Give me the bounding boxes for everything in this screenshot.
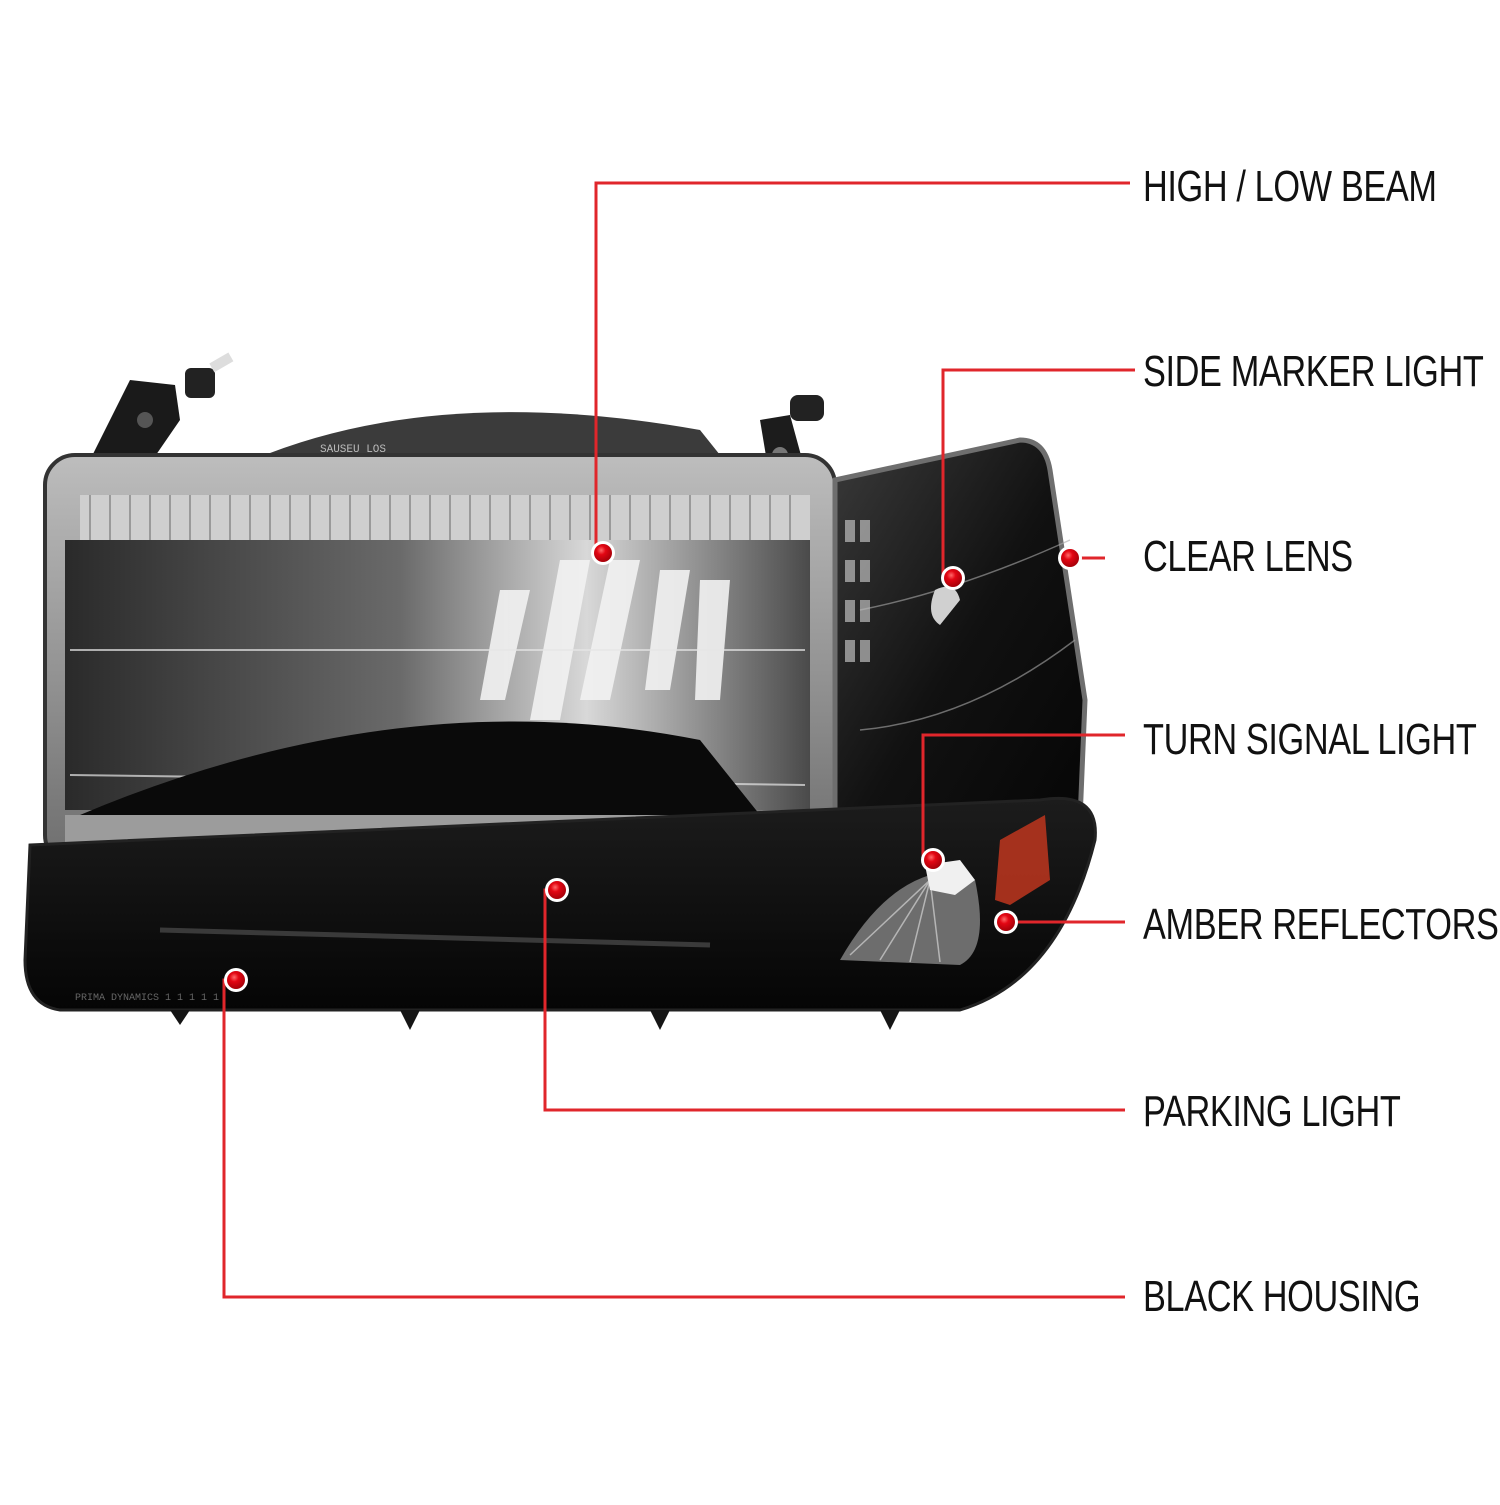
corner-lamp-facets xyxy=(845,520,870,662)
marker-dot-clear-lens xyxy=(1058,546,1082,570)
marker-dot-amber-reflectors xyxy=(994,910,1018,934)
black-housing xyxy=(23,796,1097,1012)
headlamp-lower-shroud xyxy=(80,721,760,815)
svg-text:PRIMA DYNAMICS 1 1 1 1 1: PRIMA DYNAMICS 1 1 1 1 1 xyxy=(75,993,219,1004)
leader-black-housing xyxy=(222,978,1125,1299)
corner-lamp xyxy=(832,437,1088,863)
label-turn-signal-light: TURN SIGNAL LIGHT xyxy=(1143,715,1477,764)
label-high-low-beam: HIGH / LOW BEAM xyxy=(1143,162,1437,211)
label-side-marker-light: SIDE MARKER LIGHT xyxy=(1143,347,1484,396)
label-clear-lens: CLEAR LENS xyxy=(1143,532,1353,581)
turn-signal-reflector xyxy=(840,875,980,965)
amber-reflector xyxy=(995,815,1050,905)
marker-dot-turn-signal-light xyxy=(921,848,945,872)
marker-dot-high-low-beam xyxy=(591,541,615,565)
marker-dots xyxy=(224,541,1082,992)
marker-dot-parking-light xyxy=(545,878,569,902)
marker-dot-side-marker-light xyxy=(941,566,965,590)
label-parking-light: PARKING LIGHT xyxy=(1143,1087,1401,1136)
label-amber-reflectors: AMBER REFLECTORS xyxy=(1143,900,1499,949)
label-black-housing: BLACK HOUSING xyxy=(1143,1272,1421,1321)
reflector-facets xyxy=(480,560,730,720)
marker-dot-black-housing xyxy=(224,968,248,992)
